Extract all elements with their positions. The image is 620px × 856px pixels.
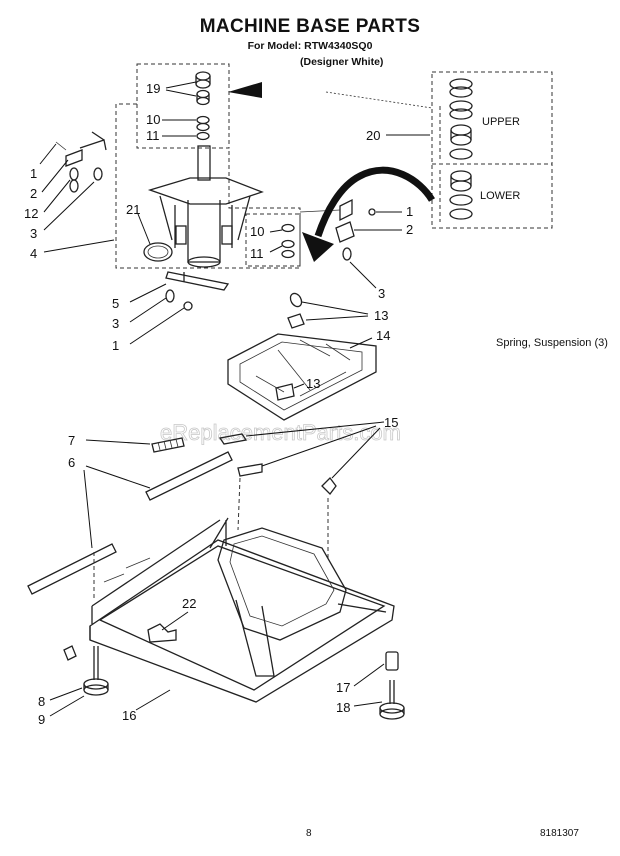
- seal-kit-lower: [449, 170, 473, 220]
- callout-18: 18: [336, 700, 350, 715]
- callout-6: 6: [68, 455, 75, 470]
- callout-10-right: 10: [250, 224, 264, 239]
- callout-1: 1: [30, 166, 37, 181]
- part-left-brackets: [55, 131, 107, 193]
- callout-1-right: 1: [406, 204, 413, 219]
- callout-3-right: 3: [378, 286, 385, 301]
- part-19-bearing: [195, 71, 211, 106]
- top-dashed-box: [115, 63, 301, 269]
- callout-5: 5: [112, 296, 119, 311]
- part-21-seal-ring: [143, 242, 173, 262]
- part-16-base-frame: [89, 477, 395, 703]
- part-right-brackets: [299, 198, 376, 261]
- callout-11-right: 11: [250, 246, 264, 261]
- part-17-18-leveling-foot-right: [379, 651, 405, 720]
- callout-19: 19: [146, 81, 160, 96]
- callout-21: 21: [126, 202, 140, 217]
- callout-17: 17: [336, 680, 350, 695]
- page-number: 8: [306, 828, 312, 839]
- callout-22: 22: [182, 596, 196, 611]
- arrow-19: [228, 82, 262, 98]
- part-4-transmission: [147, 145, 264, 268]
- callout-12: 12: [24, 206, 38, 221]
- part-6-rails: [27, 451, 233, 595]
- callout-3-lower: 3: [112, 316, 119, 331]
- part-5-bracket: [165, 271, 230, 311]
- callout-2-right: 2: [406, 222, 413, 237]
- part-15-clips: [218, 433, 337, 495]
- part-13-pads: [275, 292, 305, 401]
- callout-3: 3: [30, 226, 37, 241]
- spring-note: Spring, Suspension (3): [496, 337, 608, 349]
- seal-kit-upper: [449, 78, 473, 160]
- variant-line: (Designer White): [300, 56, 384, 68]
- leader-lines: [39, 81, 430, 717]
- document-number: 8181307: [540, 828, 579, 839]
- callout-16: 16: [122, 708, 136, 723]
- part-22-clip: [147, 623, 177, 643]
- seal-kit-box: [431, 71, 553, 229]
- callout-10: 10: [146, 112, 160, 127]
- callout-20: 20: [366, 128, 380, 143]
- callout-9: 9: [38, 712, 45, 727]
- callout-15: 15: [384, 415, 398, 430]
- curved-arrow: [302, 166, 436, 262]
- part-10-11-washers: [196, 115, 210, 141]
- callout-numbers: 19 10 11 20 1 2 12 3 21 4 10 11 1 2 3 5 …: [24, 81, 413, 727]
- callout-14: 14: [376, 328, 390, 343]
- callout-13-lower: 13: [306, 376, 320, 391]
- part-7-spring: [151, 437, 185, 453]
- callout-4: 4: [30, 246, 37, 261]
- model-line: For Model: RTW4340SQ0: [247, 40, 373, 52]
- callout-7: 7: [68, 433, 75, 448]
- callout-2: 2: [30, 186, 37, 201]
- callout-1-lower: 1: [112, 338, 119, 353]
- part-10-11-right-washers: [281, 223, 295, 259]
- part-14-suspension-bracket: [227, 333, 377, 421]
- part-8-9-leveling-foot-left: [63, 645, 109, 696]
- seal-label-upper: UPPER: [482, 116, 520, 128]
- callout-11: 11: [146, 128, 160, 143]
- seal-label-lower: LOWER: [480, 190, 520, 202]
- callout-13: 13: [374, 308, 388, 323]
- page-title: MACHINE BASE PARTS: [199, 16, 421, 37]
- callout-8: 8: [38, 694, 45, 709]
